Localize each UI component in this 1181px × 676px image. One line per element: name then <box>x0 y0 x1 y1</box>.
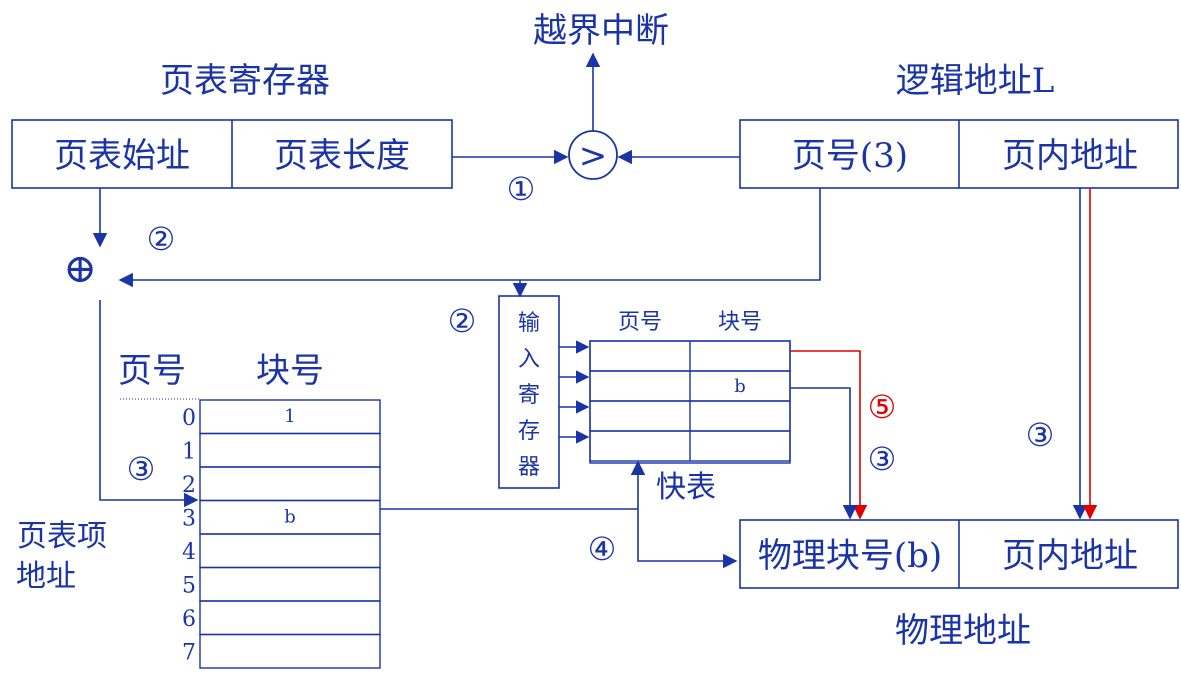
step-5-label: ⑤ <box>868 388 897 426</box>
arrow-adder-to-page-table <box>99 300 199 508</box>
tlb-label: 快表 <box>656 470 716 505</box>
page-table-index: 4 <box>182 540 196 565</box>
step-1-label: ① <box>507 170 536 208</box>
input-register-char: 入 <box>518 347 540 372</box>
step-3a-label: ③ <box>127 450 156 488</box>
page-table-row <box>199 466 381 502</box>
input-register-char: 输 <box>518 311 540 336</box>
tlb-page-header: 页号 <box>618 310 662 335</box>
step-2a-label: ② <box>147 220 176 258</box>
physical-block-cell: 物理块号(b) <box>758 536 942 576</box>
page-table-index: 7 <box>182 641 196 666</box>
logical-page-cell: 页号(3) <box>792 136 908 176</box>
physical-address-title: 物理地址 <box>895 611 1031 651</box>
page-table: 0 1 1 2 3 b 4 5 6 7 <box>182 399 381 669</box>
page-table-index: 2 <box>182 473 196 498</box>
page-table-index: 1 <box>182 440 196 465</box>
page-table-start-cell: 页表始址 <box>54 136 190 176</box>
step-2b-label: ② <box>448 302 477 340</box>
page-no-header: 页号 <box>118 351 186 391</box>
page-table-row <box>199 566 381 602</box>
tlb-block-cell: b <box>734 376 746 397</box>
arrow-to-physical-block <box>637 509 738 569</box>
arrow-tlb-hit-blue <box>790 387 858 520</box>
arrow-tlb-hit-red <box>790 350 868 520</box>
pte-address-label-line2: 地址 <box>16 559 76 594</box>
interrupt-label: 越界中断 <box>533 11 669 51</box>
compare-op: > <box>579 136 608 176</box>
page-table-row <box>199 533 381 569</box>
page-table-index: 3 <box>182 507 196 532</box>
logical-address: 页号(3) 页内地址 <box>739 119 1179 189</box>
input-register <box>498 295 560 489</box>
page-table-block: b <box>284 507 296 528</box>
adder-op: ⊕ <box>63 246 97 292</box>
page-table-row <box>199 432 381 468</box>
input-register-char: 器 <box>518 455 540 480</box>
tlb-border <box>589 340 791 464</box>
tlb-input-arrows <box>559 340 590 444</box>
tlb-block-header: 块号 <box>718 310 762 335</box>
input-register-char: 存 <box>518 419 540 444</box>
page-table-index: 0 <box>182 406 196 431</box>
page-table-register-title: 页表寄存器 <box>160 61 330 101</box>
input-register-char: 寄 <box>518 383 540 408</box>
page-table-block: 1 <box>284 406 295 427</box>
step-3b-label: ③ <box>868 440 897 478</box>
logical-address-title: 逻辑地址L <box>896 61 1055 101</box>
tlb: b <box>589 340 791 464</box>
step-3c-label: ③ <box>1026 416 1055 454</box>
physical-offset-cell: 页内地址 <box>1002 536 1138 576</box>
physical-address: 物理块号(b) 页内地址 <box>739 519 1179 589</box>
page-table-row <box>199 600 381 636</box>
page-table-row <box>199 633 381 669</box>
step-4-label: ④ <box>588 530 617 568</box>
page-table-length-cell: 页表长度 <box>274 136 410 176</box>
page-table-register: 页表始址 页表长度 <box>11 119 453 189</box>
page-table-index: 5 <box>182 574 196 599</box>
logical-offset-cell: 页内地址 <box>1002 136 1138 176</box>
comparator: > <box>568 130 618 180</box>
block-no-header: 块号 <box>256 351 324 391</box>
arrow-page-to-adder <box>118 188 821 288</box>
pte-address-label-line1: 页表项 <box>17 519 107 554</box>
page-table-index: 6 <box>182 607 196 632</box>
